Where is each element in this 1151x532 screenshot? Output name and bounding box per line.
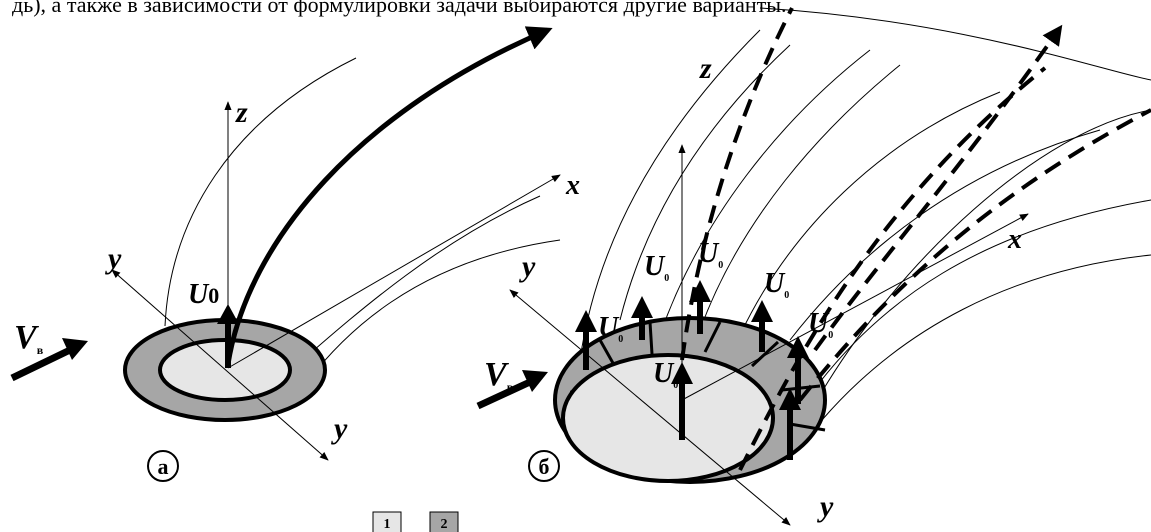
y-axis <box>111 269 329 461</box>
caption-a-circle <box>147 450 179 482</box>
label-z: z <box>235 96 248 129</box>
dashed-trajectory <box>680 7 794 361</box>
label-u0: U0 <box>188 279 219 310</box>
velocity-arrowhead <box>217 304 239 324</box>
legend-label-1: 1 <box>384 517 391 532</box>
label-u0: U0 <box>598 312 623 345</box>
caption-a: а <box>158 454 169 479</box>
legend-label-2: 2 <box>441 517 448 532</box>
label-u0: U0 <box>764 268 789 301</box>
plume-envelope <box>759 7 1151 81</box>
label-wind: Vв <box>14 319 44 357</box>
velocity-arrows <box>575 280 809 460</box>
plume-line <box>821 254 1151 421</box>
y-axis <box>509 289 791 526</box>
trajectory-arrow <box>225 26 553 365</box>
label-y-bottom: y <box>817 490 834 523</box>
label-u0: U0 <box>653 358 678 391</box>
plume-line <box>289 239 561 407</box>
panel-b: z x y y U0 U0 U0 U0 U0 U0 Vв б <box>476 7 1151 526</box>
label-y-left: y <box>519 250 536 283</box>
legend-swatch-1 <box>372 511 402 532</box>
label-y-left: y <box>105 242 122 275</box>
label-u0: U0 <box>698 238 723 271</box>
top-text: дь), а также в зависимости от формулиров… <box>12 0 787 17</box>
plume-line <box>809 199 1151 396</box>
label-z: z <box>699 52 712 85</box>
caption-b: б <box>539 454 550 479</box>
panel-a: z x y y U0 Vв а <box>10 26 580 482</box>
plume-line <box>819 109 1151 396</box>
wind-arrow <box>10 346 72 382</box>
label-x: x <box>565 170 580 201</box>
wind-arrowhead <box>62 338 88 360</box>
wind-arrow <box>476 378 532 410</box>
plume-line <box>699 64 901 331</box>
legend: 1 2 <box>372 511 459 532</box>
x-axis <box>681 213 1029 401</box>
x-axis <box>227 174 561 369</box>
plume-line <box>619 44 791 321</box>
label-u0: U0 <box>808 308 833 341</box>
dashed-trajectory <box>798 108 1151 402</box>
label-wind: Vв <box>484 356 514 394</box>
plume-line <box>297 195 541 365</box>
label-y-right: y <box>331 412 348 445</box>
caption-b-circle <box>528 450 560 482</box>
legend-swatch-2 <box>429 511 459 532</box>
wind-arrowhead <box>522 370 548 392</box>
label-x: x <box>1007 224 1022 255</box>
label-u0: U0 <box>644 251 669 284</box>
